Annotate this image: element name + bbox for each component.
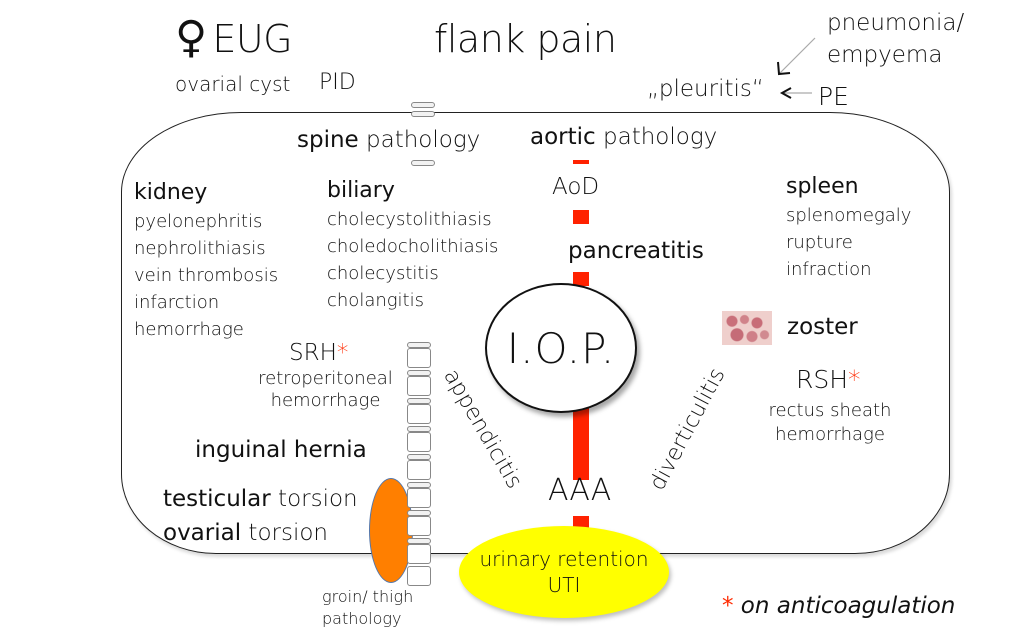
pleuritis-label: „pleuritis“ [647, 76, 764, 102]
spine-vertebra [407, 348, 431, 368]
inguinal-hernia-label: inguinal hernia [195, 437, 367, 463]
kidney-item: infarction [134, 292, 220, 313]
spine-disc [407, 426, 431, 432]
zoster-rash-image [722, 311, 772, 345]
biliary-item: cholecystolithiasis [327, 209, 492, 230]
aortic-pathology-label: aortic pathology [530, 124, 718, 150]
kidney-item: pyelonephritis [134, 211, 263, 232]
female-symbol-icon: ♀ [175, 12, 208, 63]
arrow-pneumonia-to-pleuritis [779, 37, 816, 74]
urinary-retention-label: urinary retention [479, 547, 649, 571]
spine-vertebra [407, 404, 431, 424]
spine-vertebra [407, 432, 431, 452]
biliary-item: choledocholithiasis [327, 236, 499, 257]
pneumonia-label: pneumonia/ [827, 10, 965, 36]
spine-disc [407, 482, 431, 488]
spine-disc [407, 454, 431, 460]
spleen-title: spleen [786, 174, 859, 199]
page-title: flank pain [434, 17, 617, 61]
aorta-segment [573, 160, 589, 164]
spine-vertebra [407, 516, 431, 536]
kidney-title: kidney [134, 180, 208, 205]
spine-disc [407, 342, 431, 348]
kidney-group: kidney pyelonephritis nephrolithiasis ve… [134, 178, 278, 343]
spine-disc-top [411, 102, 435, 108]
aorta-segment [573, 272, 589, 286]
rsh-description: rectus sheath hemorrhage [768, 400, 892, 445]
aaa-label: AAA [548, 473, 612, 508]
groin-thigh-label: groin/ thigh pathology [322, 587, 414, 628]
spine-disc [407, 370, 431, 376]
asterisk-icon: * [848, 365, 861, 394]
spine-pathology-label: spine pathology [297, 127, 481, 153]
arrow-head-icon [777, 61, 791, 76]
aorta-segment [573, 210, 589, 224]
spleen-item: infraction [786, 259, 872, 280]
spine-disc-top [411, 111, 435, 117]
asterisk-icon: * [336, 340, 349, 366]
srh-description: retroperitoneal hemorrhage [258, 368, 393, 411]
ovarial-torsion-label: ovarial torsion [163, 520, 328, 546]
pe-label: PE [818, 82, 849, 111]
spleen-item: rupture [786, 232, 853, 253]
iop-circle: I.O.P. [485, 283, 637, 413]
spine-disc-top [411, 160, 435, 166]
spine-vertebra [407, 566, 431, 586]
empyema-label: empyema [827, 42, 943, 68]
spine-disc [407, 538, 431, 544]
arrow-head-icon [779, 87, 792, 99]
biliary-group: biliary cholecystolithiasis choledocholi… [327, 176, 498, 314]
asterisk-icon: * [722, 593, 734, 619]
kidney-item: vein thrombosis [134, 265, 279, 286]
srh-label: SRH* [289, 340, 349, 366]
eug-label: ♀ EUG [175, 12, 293, 63]
spine-vertebra [407, 488, 431, 508]
zoster-label: zoster [787, 314, 858, 340]
aod-label: AoD [552, 174, 600, 200]
aorta-segment [573, 400, 589, 480]
biliary-item: cholecystitis [327, 263, 439, 284]
urinary-retention-ellipse: urinary retention UTI [459, 526, 669, 618]
biliary-item: cholangitis [327, 290, 424, 311]
iop-label: I.O.P. [506, 323, 616, 373]
spine-vertebra [407, 460, 431, 480]
kidney-item: nephrolithiasis [134, 238, 266, 259]
kidney-item: hemorrhage [134, 319, 244, 340]
spine-vertebra [407, 544, 431, 564]
arrows [777, 37, 816, 99]
footnote: * on anticoagulation [722, 593, 956, 619]
testicular-torsion-label: testicular torsion [163, 486, 358, 512]
rsh-label: RSH* [796, 365, 861, 394]
pid-label: PID [319, 70, 356, 95]
spleen-group: spleen splenomegaly rupture infraction [786, 172, 911, 283]
spine-vertebra [407, 376, 431, 396]
spleen-item: splenomegaly [786, 205, 912, 226]
biliary-title: biliary [327, 178, 395, 203]
spine-disc [407, 510, 431, 516]
uti-label: UTI [547, 573, 581, 597]
spine-disc [407, 398, 431, 404]
ovarial-cyst-label: ovarial cyst [175, 72, 291, 96]
pancreatitis-label: pancreatitis [568, 238, 704, 264]
